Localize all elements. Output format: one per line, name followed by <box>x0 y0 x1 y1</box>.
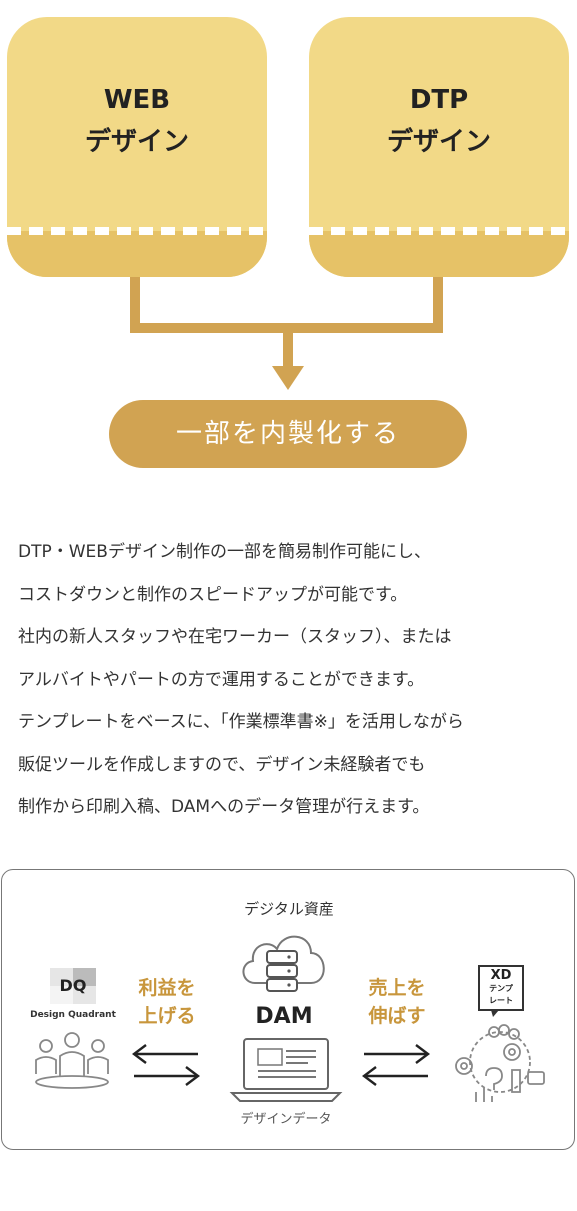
card-bottom-band <box>309 231 569 277</box>
left-action-line2: 上げる <box>138 1005 196 1027</box>
description-line: DTP・WEBデザイン制作の一部を簡易制作可能にし、 <box>18 542 431 562</box>
dtp-design-card: DTP デザイン <box>309 17 569 277</box>
dq-logo-icon <box>50 968 96 1004</box>
team-workflow-icon <box>455 1024 545 1102</box>
laptop-icon <box>229 1038 343 1102</box>
card-title: DTP デザイン <box>309 79 569 163</box>
description-line: コストダウンと制作のスピードアップが可能です。 <box>18 584 408 605</box>
card-title-line1: WEB <box>103 85 171 115</box>
down-arrow-icon <box>272 366 304 390</box>
connector-right-vertical <box>433 277 443 333</box>
card-title-line1: DTP <box>409 85 469 115</box>
xd-badge-line2: テンプ <box>489 984 513 993</box>
description-text: DTP・WEBデザイン制作の一部を簡易制作可能にし、 コストダウンと制作のスピー… <box>18 531 573 829</box>
card-bottom-band <box>7 231 267 277</box>
right-action-line1: 売上を <box>368 977 426 999</box>
xd-badge-line3: レート <box>489 996 513 1005</box>
dam-label: DAM <box>255 1004 313 1029</box>
xd-template-badge-icon <box>478 965 524 1017</box>
people-group-icon <box>35 1032 109 1089</box>
xd-badge-line1: XD <box>490 968 512 983</box>
connector-left-vertical <box>130 277 140 333</box>
left-exchange-arrows-icon <box>132 1044 200 1086</box>
card-title-line2: デザイン <box>84 127 189 157</box>
card-title-line2: デザイン <box>386 127 491 157</box>
description-line: アルバイトやパートの方で運用することができます。 <box>18 669 425 690</box>
cloud-database-icon <box>242 935 325 992</box>
dq-badge-text: DQ <box>59 976 87 995</box>
card-title: WEB デザイン <box>7 79 267 163</box>
left-action-label: 利益を 上げる <box>124 974 210 1030</box>
digital-assets-label: デジタル資産 <box>244 900 334 918</box>
xd-badge-text: XD テンプ レート <box>479 968 523 1007</box>
card-dashed-divider <box>309 227 569 235</box>
right-action-label: 売上を 伸ばす <box>354 974 440 1030</box>
dam-diagram-box: デジタル資産 DAM デザインデータ DQ Design Quadrant <box>1 869 575 1150</box>
right-exchange-arrows-icon <box>362 1044 430 1086</box>
right-action-line2: 伸ばす <box>368 1005 426 1027</box>
web-design-card: WEB デザイン <box>7 17 267 277</box>
left-action-line1: 利益を <box>138 977 196 999</box>
connector-horizontal <box>130 323 443 333</box>
description-line: テンプレートをベースに、「作業標準書※」を活用しながら <box>18 712 464 732</box>
design-data-label: デザインデータ <box>240 1112 332 1127</box>
description-line: 制作から印刷入稿、DAMへのデータ管理が行えます。 <box>18 797 430 817</box>
connector-down <box>283 333 293 369</box>
description-line: 社内の新人スタッフや在宅ワーカー（スタッフ）、または <box>18 627 452 647</box>
description-line: 販促ツールを作成しますので、デザイン未経験者でも <box>18 754 426 775</box>
inhouse-result-pill: 一部を内製化する <box>109 400 467 468</box>
design-quadrant-caption: Design Quadrant <box>30 1010 116 1020</box>
card-dashed-divider <box>7 227 267 235</box>
